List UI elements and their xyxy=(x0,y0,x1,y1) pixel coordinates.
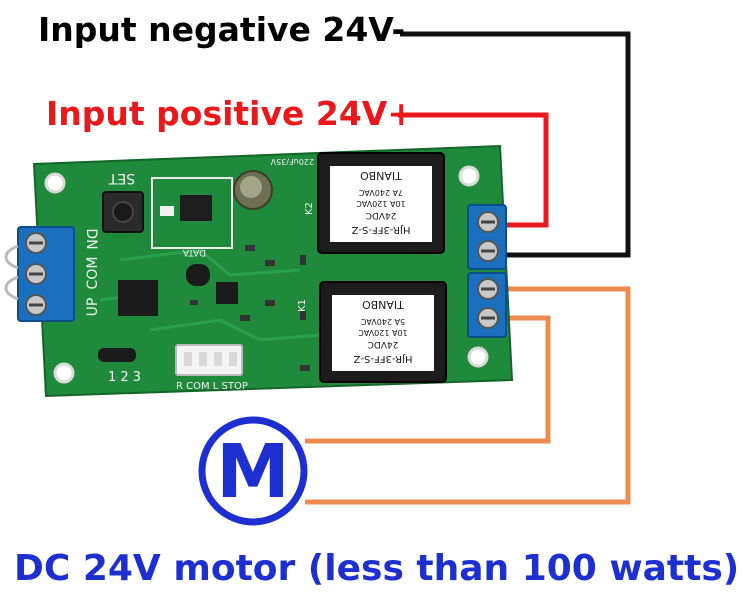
display-outline xyxy=(151,177,233,249)
relay-k2-line1: 10A 120VAC xyxy=(356,199,406,208)
silk-data: DATA xyxy=(182,247,206,257)
motor-wire-outer xyxy=(305,286,631,505)
terminal-screws-right xyxy=(477,211,499,329)
capacitor-top xyxy=(240,176,262,198)
silk-com: COM xyxy=(85,257,101,290)
relay-k2-label: HJR-3FF-S-Z 24VDC 10A 120VAC 7A 240VAC T… xyxy=(330,166,432,242)
motor-wire-inner xyxy=(305,315,551,444)
pcb-trace xyxy=(119,248,301,277)
relay-k2-model-text: HJR-3FF-S-Z xyxy=(351,224,410,235)
stop-connector xyxy=(175,344,243,376)
mounting-hole xyxy=(44,172,66,194)
relay-k2-brand: TIANBO xyxy=(360,169,403,182)
silk-k2: K2 xyxy=(304,202,315,215)
input-negative-label: Input negative 24V- xyxy=(38,10,406,49)
relay-k1-line3: 5A 240VAC xyxy=(360,317,405,326)
relay-k1-coil: 24VDC xyxy=(368,339,399,349)
white-component xyxy=(160,206,174,216)
silk-k1: K1 xyxy=(297,299,308,312)
positive-wire xyxy=(398,112,549,228)
relay-k2-line2: 7A 240VAC xyxy=(358,188,403,197)
mounting-hole xyxy=(467,346,489,368)
motor-symbol: M xyxy=(198,416,308,526)
silk-up: UP xyxy=(85,298,101,317)
set-button-cap xyxy=(112,201,134,223)
relay-k1-label: HJR-3FF-S-Z 24VDC 10A 120VAC 5A 240VAC T… xyxy=(332,295,434,371)
wire-loops xyxy=(4,244,19,301)
motor-circle xyxy=(198,416,308,526)
smd-components xyxy=(190,245,310,371)
terminal-screws-left xyxy=(25,232,47,316)
connector-pins xyxy=(184,352,237,366)
relay-k1-line1: 10A 120VAC xyxy=(358,328,408,337)
relay-k1-model-text: HJR-3FF-S-Z xyxy=(353,353,412,364)
motor-letter: M xyxy=(216,429,290,515)
silk-set: SET xyxy=(108,170,135,186)
ic-small xyxy=(216,282,238,304)
silk-connector: R COM L STOP xyxy=(176,381,248,392)
motor-caption: DC 24V motor (less than 100 watts) xyxy=(14,548,740,589)
relay-k2-coil: 24VDC xyxy=(366,210,397,220)
diode xyxy=(98,348,136,362)
silk-cap: 220uF/35V xyxy=(270,157,314,166)
transistor xyxy=(186,264,210,286)
input-positive-label: Input positive 24V+ xyxy=(46,94,415,133)
silk-pins: 1 2 3 xyxy=(108,370,141,385)
control-chip xyxy=(180,195,212,221)
pcb-trace xyxy=(149,318,321,342)
ic-chip xyxy=(118,280,158,316)
silk-dn: DN xyxy=(83,228,99,249)
relay-k1-brand: TIANBO xyxy=(362,298,405,311)
negative-wire xyxy=(400,31,631,258)
relay-board: HJR-3FF-S-Z HJR-3FF-S-Z 24VDC 10A 120VAC… xyxy=(4,144,514,398)
mounting-hole xyxy=(458,165,480,187)
mounting-hole xyxy=(53,362,75,384)
